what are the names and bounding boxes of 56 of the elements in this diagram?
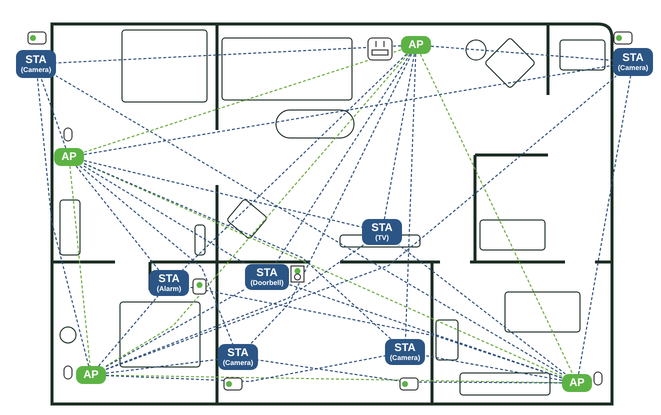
connection-line bbox=[106, 374, 562, 384]
device-type-label: STA bbox=[394, 342, 416, 354]
sta-badge bbox=[16, 50, 56, 78]
connection-line bbox=[106, 76, 617, 370]
connection-line bbox=[188, 286, 562, 379]
connection-line bbox=[578, 76, 632, 374]
connection-line bbox=[98, 296, 158, 366]
connection-line bbox=[84, 163, 392, 340]
connection-line bbox=[274, 54, 411, 264]
connection-line bbox=[56, 75, 562, 375]
connection-line bbox=[106, 244, 364, 370]
ap-badge bbox=[562, 374, 592, 392]
connection-line bbox=[79, 166, 234, 344]
device-type-label: AP bbox=[569, 378, 585, 388]
sta-badge bbox=[362, 219, 402, 245]
ap-badge bbox=[54, 148, 84, 166]
device-type-label: STA bbox=[158, 274, 180, 284]
connection-line bbox=[84, 160, 362, 228]
connection-line bbox=[288, 284, 562, 378]
connection-line bbox=[424, 355, 562, 381]
sta-badge bbox=[613, 48, 653, 76]
connection-line bbox=[250, 54, 412, 344]
device-type-label: AP bbox=[61, 152, 77, 162]
ap-badge bbox=[401, 36, 431, 54]
connection-line bbox=[76, 166, 160, 270]
connection-line bbox=[106, 288, 246, 368]
connection-line bbox=[84, 49, 402, 153]
connection-line bbox=[106, 54, 409, 366]
connection-line bbox=[56, 45, 402, 64]
device-type-label: AP bbox=[83, 370, 99, 380]
connection-line bbox=[106, 358, 218, 374]
connection-line bbox=[84, 163, 562, 377]
device-type-label: AP bbox=[408, 40, 424, 50]
ap-badge bbox=[76, 366, 106, 384]
connection-line bbox=[36, 78, 90, 366]
sta-badge bbox=[218, 344, 258, 370]
device-type-label: STA bbox=[227, 348, 249, 358]
sta-badge bbox=[149, 270, 189, 296]
connection-line bbox=[404, 54, 416, 340]
device-type-label: STA bbox=[25, 54, 47, 66]
connection-line bbox=[106, 355, 386, 382]
connection-line bbox=[384, 54, 415, 220]
connection-line bbox=[84, 166, 246, 264]
connection-line bbox=[430, 46, 614, 61]
sta-badge bbox=[385, 339, 425, 365]
device-type-label: STA bbox=[622, 52, 644, 64]
sta-badge bbox=[245, 264, 289, 290]
connection-line bbox=[182, 54, 408, 270]
connection-line bbox=[258, 359, 562, 384]
connection-line bbox=[420, 54, 574, 374]
connection-line bbox=[40, 78, 66, 148]
connection-line bbox=[398, 244, 566, 374]
connection-line bbox=[84, 64, 614, 156]
device-type-label: STA bbox=[371, 222, 393, 234]
device-type-label: STA bbox=[256, 268, 278, 278]
connection-line bbox=[69, 166, 91, 366]
